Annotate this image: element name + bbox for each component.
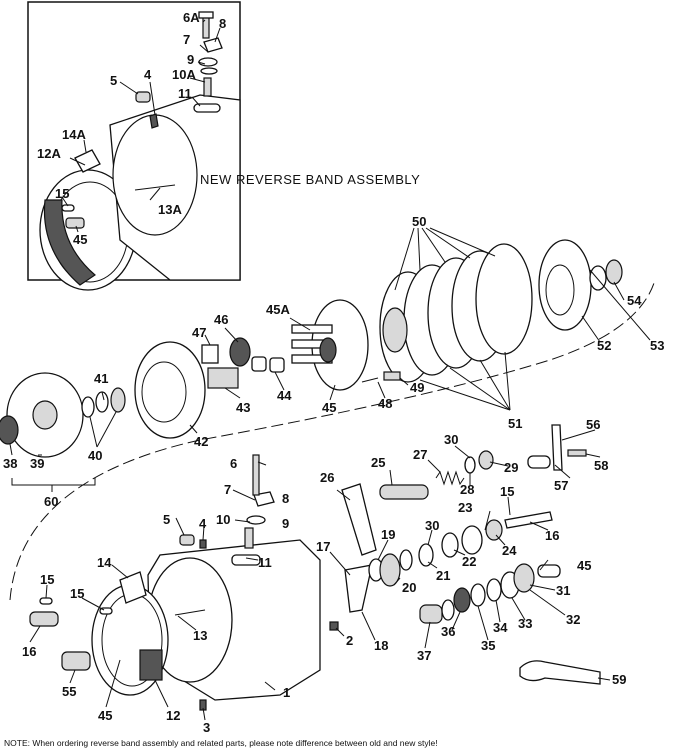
new-reverse-band-inset: 6A 8 7 9 10A 5 4 11 14A 12A 15 13A 45 xyxy=(27,1,241,291)
label-3: 3 xyxy=(203,720,210,735)
label-12: 12 xyxy=(166,708,180,723)
label-13: 13 xyxy=(193,628,207,643)
inset-label-6A: 6A xyxy=(183,10,200,25)
note-text: NOTE: When ordering reverse band assembl… xyxy=(4,738,438,748)
label-35: 35 xyxy=(481,638,495,653)
label-28: 28 xyxy=(460,482,474,497)
label-1: 1 xyxy=(283,685,290,700)
label-32: 32 xyxy=(566,612,580,627)
inset-label-10A: 10A xyxy=(172,67,196,82)
label-38: 38 xyxy=(3,456,17,471)
label-6: 6 xyxy=(230,456,237,471)
label-9-lower: 9 xyxy=(282,516,289,531)
label-27: 27 xyxy=(413,447,427,462)
label-23: 23 xyxy=(458,500,472,515)
leader-lines xyxy=(9,227,651,721)
label-40: 40 xyxy=(88,448,102,463)
label-37: 37 xyxy=(417,648,431,663)
label-52: 52 xyxy=(597,338,611,353)
label-49: 49 xyxy=(410,380,424,395)
label-31: 31 xyxy=(556,583,570,598)
label-24: 24 xyxy=(502,543,517,558)
label-20: 20 xyxy=(402,580,416,595)
label-15-right: 15 xyxy=(500,484,514,499)
label-56: 56 xyxy=(586,417,600,432)
label-44: 44 xyxy=(277,388,292,403)
label-5-lower: 5 xyxy=(163,512,170,527)
label-14: 14 xyxy=(97,555,112,570)
label-7-lower: 7 xyxy=(224,482,231,497)
label-2: 2 xyxy=(346,633,353,648)
inset-label-4: 4 xyxy=(144,67,152,82)
inset-label-15: 15 xyxy=(55,186,69,201)
label-25: 25 xyxy=(371,455,385,470)
inset-label-5: 5 xyxy=(110,73,117,88)
label-57: 57 xyxy=(554,478,568,493)
inset-label-45: 45 xyxy=(73,232,87,247)
inset-label-14A: 14A xyxy=(62,127,86,142)
label-34: 34 xyxy=(493,620,508,635)
label-10-lower: 10 xyxy=(216,512,230,527)
label-55: 55 xyxy=(62,684,76,699)
label-33: 33 xyxy=(518,616,532,631)
label-30-upper: 30 xyxy=(444,432,458,447)
inset-label-11: 11 xyxy=(178,86,192,101)
label-51: 51 xyxy=(508,416,522,431)
label-16-right: 16 xyxy=(545,528,559,543)
label-58: 58 xyxy=(594,458,608,473)
label-42: 42 xyxy=(194,434,208,449)
inset-title: NEW REVERSE BAND ASSEMBLY xyxy=(200,172,420,187)
inset-label-13A: 13A xyxy=(158,202,182,217)
label-18: 18 xyxy=(374,638,388,653)
label-45-upper: 45 xyxy=(322,400,336,415)
label-43: 43 xyxy=(236,400,250,415)
label-11-lower: 11 xyxy=(258,555,272,570)
label-60: 60 xyxy=(44,494,58,509)
label-47: 47 xyxy=(192,325,206,340)
label-45-lower: 45 xyxy=(98,708,112,723)
label-50: 50 xyxy=(412,214,426,229)
label-17: 17 xyxy=(316,539,330,554)
label-39: 39 xyxy=(30,456,44,471)
label-19: 19 xyxy=(381,527,395,542)
label-29: 29 xyxy=(504,460,518,475)
label-46: 46 xyxy=(214,312,228,327)
label-48: 48 xyxy=(378,396,392,411)
label-45-right: 45 xyxy=(577,558,591,573)
label-36: 36 xyxy=(441,624,455,639)
upper-parts xyxy=(0,239,623,458)
label-59: 59 xyxy=(612,672,626,687)
inset-label-9: 9 xyxy=(187,52,194,67)
label-30-lower: 30 xyxy=(425,518,439,533)
label-26: 26 xyxy=(320,470,334,485)
label-54: 54 xyxy=(627,293,642,308)
label-4-lower: 4 xyxy=(199,516,207,531)
label-21: 21 xyxy=(436,568,450,583)
label-16-left: 16 xyxy=(22,644,36,659)
label-45A: 45A xyxy=(266,302,290,317)
inset-label-12A: 12A xyxy=(37,146,61,161)
label-15-left: 15 xyxy=(40,572,54,587)
label-15-mid: 15 xyxy=(70,586,84,601)
inset-label-8: 8 xyxy=(219,16,226,31)
label-22: 22 xyxy=(462,554,476,569)
inset-label-7: 7 xyxy=(183,32,190,47)
label-41: 41 xyxy=(94,371,108,386)
label-53: 53 xyxy=(650,338,664,353)
label-8-lower: 8 xyxy=(282,491,289,506)
lower-parts xyxy=(29,424,601,711)
part-labels: 50 45A 54 46 47 52 53 41 43 44 49 48 45 … xyxy=(3,214,664,735)
divider-arc xyxy=(9,279,656,601)
